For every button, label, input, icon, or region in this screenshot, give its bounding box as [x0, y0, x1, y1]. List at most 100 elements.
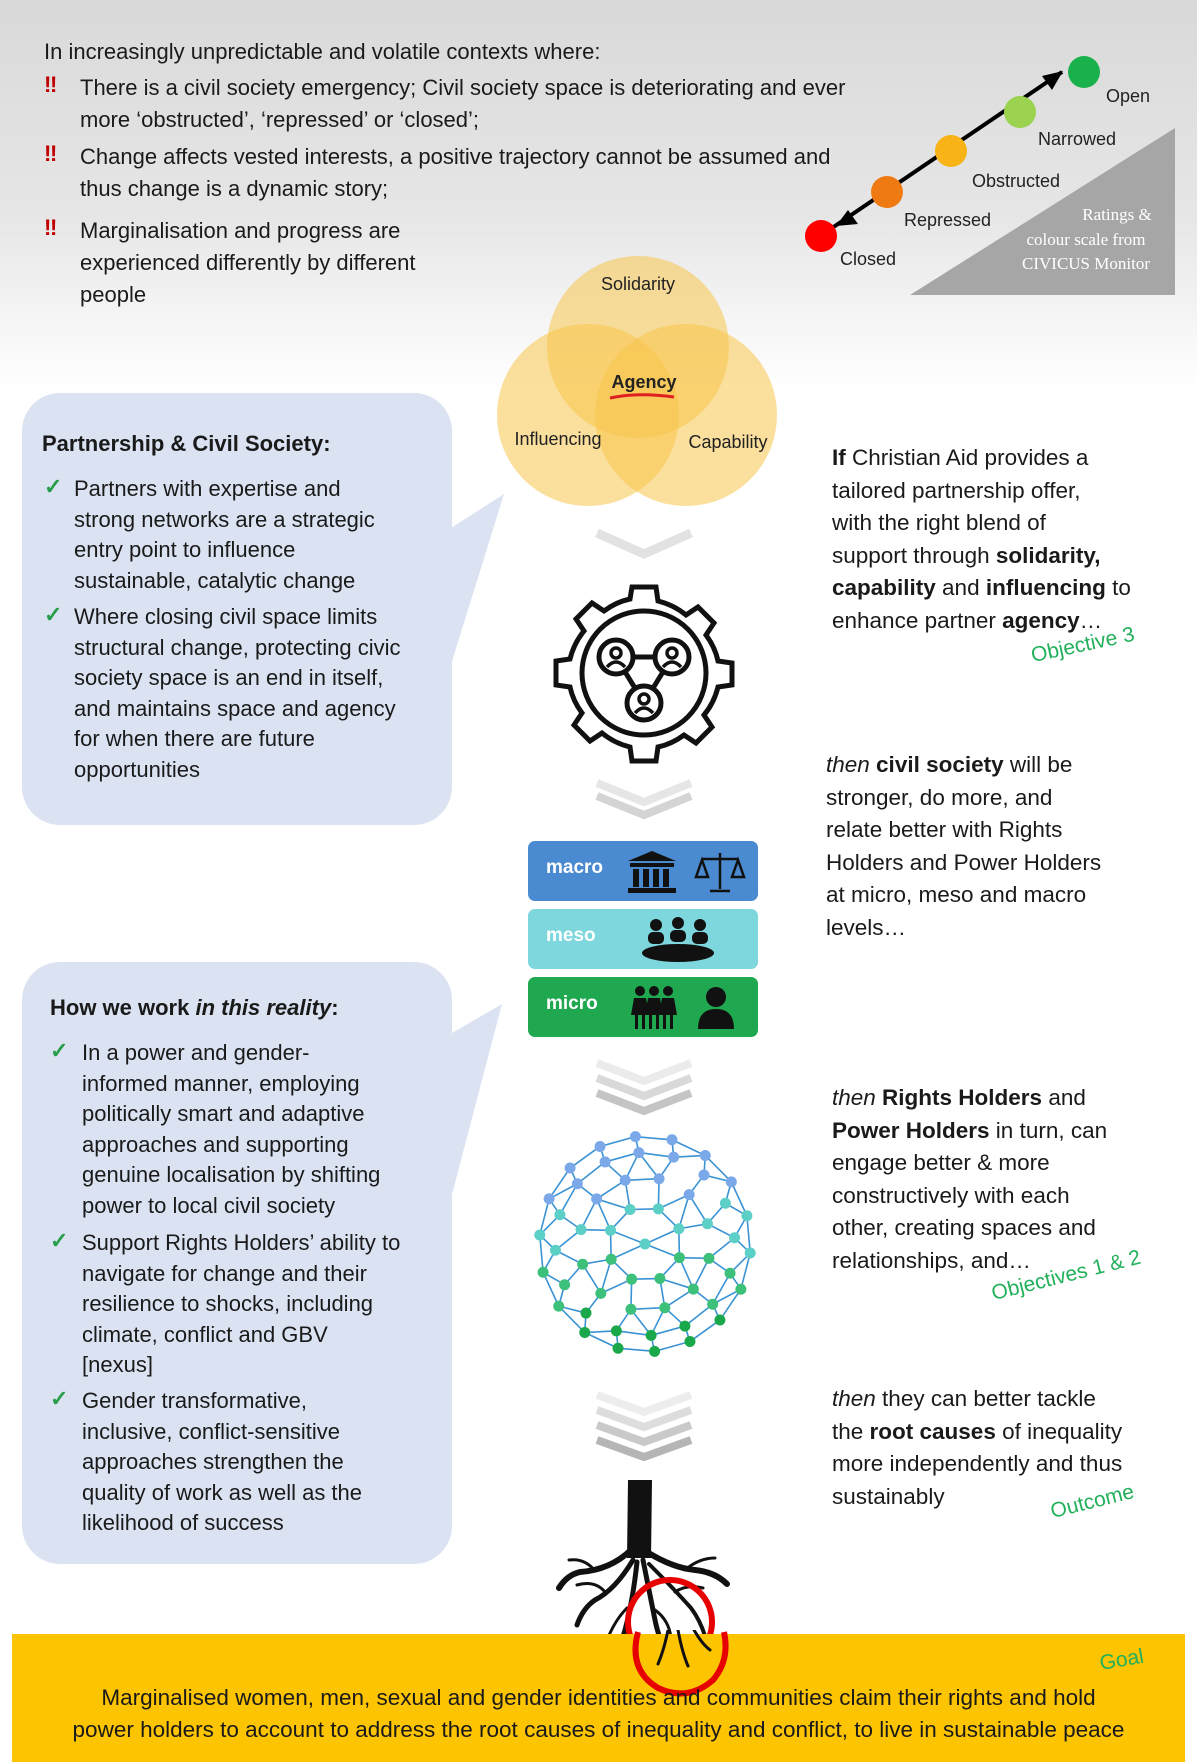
- network-node: [577, 1258, 589, 1270]
- network-node: [707, 1298, 719, 1310]
- venn-label-capability: Capability: [688, 432, 767, 452]
- network-node: [744, 1247, 756, 1259]
- level-micro: micro: [528, 977, 758, 1037]
- network-edge: [604, 1151, 640, 1163]
- network-node: [719, 1197, 731, 1209]
- scale-arrow-down-head: [836, 210, 858, 226]
- network-edge: [671, 1139, 706, 1157]
- network-node: [605, 1224, 617, 1236]
- civicus-credit: Ratings &: [1082, 205, 1151, 224]
- check-icon: ✓: [50, 1228, 69, 1253]
- network-edge: [740, 1252, 752, 1290]
- toc-step-civil-society: then civil society will be stronger, do …: [826, 752, 1102, 940]
- flow-chevron: [595, 1059, 693, 1116]
- network-edge: [638, 1152, 660, 1180]
- toc-step-root-causes: then they can better tackle the root cau…: [832, 1386, 1123, 1509]
- network-node: [729, 1232, 741, 1244]
- network-edge: [596, 1179, 626, 1200]
- context-point: ‼: [44, 141, 57, 167]
- network-edge: [630, 1306, 665, 1311]
- network-edge: [595, 1198, 612, 1231]
- network-edge: [658, 1193, 690, 1210]
- network-node: [673, 1252, 685, 1264]
- network-edge: [616, 1330, 652, 1337]
- alert-icon: ‼: [44, 141, 58, 166]
- network-edge: [635, 1135, 673, 1141]
- network-node: [626, 1273, 638, 1285]
- network-edge: [704, 1154, 732, 1183]
- trunk: [627, 1480, 652, 1558]
- bubble-pointer: [440, 1004, 502, 1240]
- network-node: [703, 1252, 715, 1264]
- scale-dot-repressed: [871, 176, 903, 208]
- network-node: [687, 1283, 699, 1295]
- goal-statement: Marginalised women, men, sexual and gend…: [72, 1685, 1125, 1742]
- network-edge: [538, 1198, 550, 1236]
- how-we-work-title: How we work in this reality:: [50, 995, 339, 1020]
- network-node: [537, 1266, 549, 1278]
- network-edge: [659, 1277, 694, 1290]
- network-edge: [664, 1288, 694, 1309]
- network-edge: [688, 1194, 709, 1225]
- network-edge: [584, 1331, 619, 1349]
- alert-icon: ‼: [44, 215, 58, 240]
- scale-dot-closed: [805, 220, 837, 252]
- root-icon: [556, 1480, 730, 1660]
- network-node: [666, 1134, 678, 1146]
- network-node: [612, 1342, 624, 1354]
- network-node: [683, 1189, 695, 1201]
- network-edge: [654, 1340, 691, 1353]
- network-node: [629, 1131, 641, 1143]
- network-edge: [692, 1257, 710, 1290]
- network-edge: [625, 1177, 660, 1182]
- network-node: [534, 1229, 546, 1241]
- network-edge: [630, 1308, 652, 1336]
- context-point-text: Change affects vested interests, a posit…: [80, 144, 831, 201]
- network-edge: [644, 1228, 680, 1245]
- network-edge: [542, 1271, 560, 1307]
- network-edge: [684, 1303, 714, 1327]
- scale-label-repressed: Repressed: [904, 210, 991, 230]
- toc-step-if: If Christian Aid provides a tailored par…: [832, 445, 1131, 633]
- network-edge: [569, 1145, 601, 1169]
- network-node: [714, 1314, 726, 1326]
- network-node: [659, 1302, 671, 1314]
- context-point: ‼: [44, 215, 57, 241]
- network-edge: [610, 1243, 646, 1260]
- alert-icon: ‼: [44, 72, 58, 97]
- people-person-icon: [631, 986, 734, 1029]
- partnership-title: Partnership & Civil Society:: [42, 431, 331, 456]
- network-node: [735, 1283, 747, 1295]
- scale-label-open: Open: [1106, 86, 1150, 106]
- network-edge: [576, 1161, 606, 1185]
- network-node: [553, 1300, 565, 1312]
- network-node: [543, 1193, 555, 1205]
- venn-label-influencing: Influencing: [514, 429, 601, 449]
- network-node: [595, 1287, 607, 1299]
- context-point-text: There is a civil society emergency; Civi…: [80, 75, 846, 132]
- network-node: [559, 1279, 571, 1291]
- network-node: [575, 1224, 587, 1236]
- check-icon: ✓: [44, 602, 63, 627]
- network-edge: [678, 1257, 695, 1290]
- network-edge: [711, 1272, 731, 1305]
- venn-circle-capability: [595, 324, 777, 506]
- flow-chevron: [595, 528, 693, 559]
- network-edge: [617, 1347, 655, 1353]
- check-icon: ✓: [50, 1038, 69, 1063]
- network-edge: [559, 1183, 579, 1216]
- context-point: ‼: [44, 72, 57, 98]
- network-edge: [548, 1167, 571, 1200]
- agency-underline: [609, 393, 675, 400]
- root-highlight-circle: [625, 1577, 715, 1660]
- network-node: [741, 1210, 753, 1222]
- scale-dot-narrowed: [1004, 96, 1036, 128]
- context-point-text: Marginalisation and progress are experie…: [80, 218, 416, 307]
- network-node: [591, 1193, 603, 1205]
- scale-label-obstructed: Obstructed: [972, 171, 1060, 191]
- scale-arrow-up-head: [1042, 71, 1063, 90]
- context-intro: In increasingly unpredictable and volati…: [44, 39, 601, 64]
- network-edge: [644, 1243, 680, 1259]
- flow-chevron: [595, 1391, 693, 1462]
- scale-dot-open: [1068, 56, 1100, 88]
